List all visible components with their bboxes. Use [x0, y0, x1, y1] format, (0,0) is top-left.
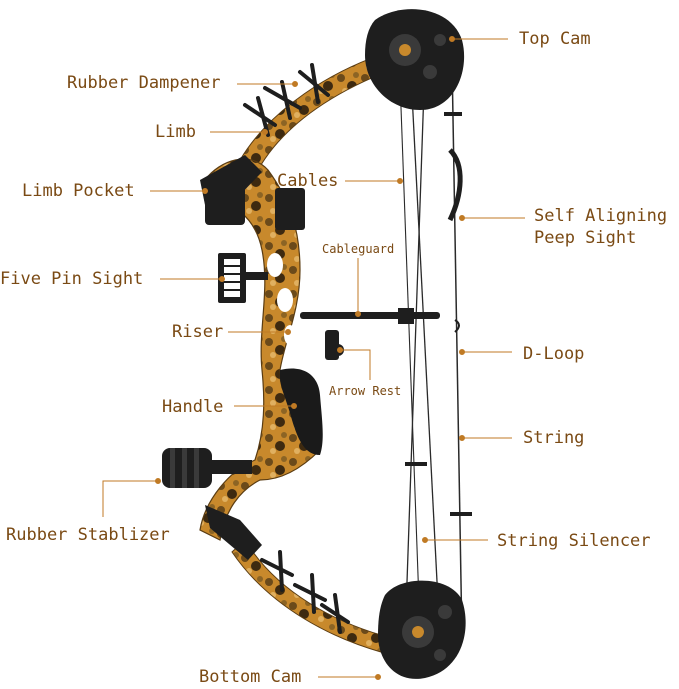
label-d-loop: D-Loop	[523, 344, 585, 364]
label-handle: Handle	[162, 397, 224, 417]
label-riser: Riser	[172, 322, 224, 342]
riser-cutouts	[248, 253, 296, 530]
string-silencers	[405, 462, 472, 516]
handle-grip	[279, 368, 323, 455]
label-cableguard: Cableguard	[322, 242, 395, 256]
five-pin-sight	[218, 253, 268, 303]
label-rubber-stablizer: Rubber Stablizer	[6, 525, 170, 545]
top-cam	[365, 9, 465, 110]
label-rubber-dampener: Rubber Dampener	[67, 73, 221, 93]
bottom-cam	[378, 580, 466, 679]
bow-cables	[399, 54, 441, 641]
limb-pocket-block	[205, 185, 245, 225]
cableguard	[300, 308, 440, 324]
rubber-stabilizer	[162, 448, 252, 488]
riser	[199, 158, 321, 541]
lower-rubber-dampeners	[260, 550, 350, 634]
leader-lines	[102, 36, 525, 680]
label-cables: Cables	[277, 171, 339, 191]
label-limb: Limb	[155, 122, 196, 142]
label-bottom-cam: Bottom Cam	[199, 667, 302, 687]
label-top-cam: Top Cam	[519, 29, 591, 49]
label-self-aligning: Self Aligning	[534, 206, 668, 226]
lower-limb	[231, 539, 401, 657]
label-five-pin-sight: Five Pin Sight	[0, 269, 144, 289]
d-loop	[454, 319, 460, 333]
arrow-rest	[325, 330, 344, 360]
lower-limb-pocket	[205, 505, 262, 560]
label-string: String	[523, 428, 585, 448]
peep-sight	[444, 112, 463, 222]
label-string-silencer: String Silencer	[497, 531, 651, 551]
label-arrow-rest: Arrow Rest	[329, 384, 402, 398]
label-limb-pocket: Limb Pocket	[22, 181, 135, 201]
upper-rubber-dampeners	[243, 63, 330, 137]
label-peep-sight: Peep Sight	[534, 228, 637, 248]
upper-accessory-holder	[275, 188, 305, 230]
